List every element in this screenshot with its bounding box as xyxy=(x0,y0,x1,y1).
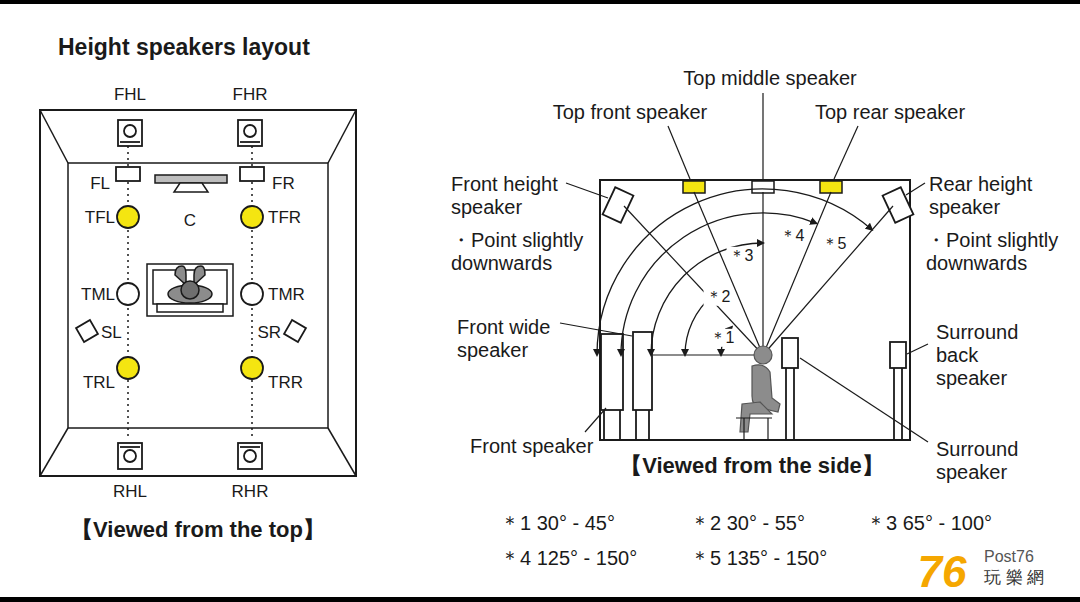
footnote: ＊2 30° - 55° xyxy=(690,512,805,535)
callout-number: ＊3 xyxy=(727,247,756,265)
speaker-label: Surround back speaker xyxy=(936,321,1036,390)
callout-number: ＊4 xyxy=(778,227,807,245)
footnote: ＊3 65° - 100° xyxy=(866,512,992,535)
speaker-label: ・Point slightly downwards xyxy=(926,229,1076,275)
speaker-label: FL xyxy=(90,174,110,194)
surround-speaker-icon xyxy=(76,320,306,342)
caption: 【Viewed from the side】 xyxy=(620,453,884,478)
floor-speaker xyxy=(601,332,652,440)
title: Height speakers layout xyxy=(58,34,310,60)
top-speaker-icon xyxy=(117,206,263,379)
angle-arc xyxy=(597,189,872,355)
speaker-label: Top front speaker xyxy=(553,101,708,124)
speaker-label: RHL xyxy=(113,482,147,502)
watermark: 玩 樂 網 xyxy=(984,568,1044,588)
speaker-label: Top middle speaker xyxy=(683,67,856,90)
callout-number: ＊5 xyxy=(820,235,849,253)
speaker-label: TFL xyxy=(85,208,115,228)
sight-line xyxy=(694,192,763,355)
speaker-label: SL xyxy=(101,323,122,343)
sight-line xyxy=(763,206,893,355)
angle-arc xyxy=(621,213,816,355)
speaker-label: TML xyxy=(81,285,115,305)
footnote: ＊1 30° - 45° xyxy=(500,512,615,535)
speaker-label: Rear height speaker xyxy=(929,173,1059,219)
side-view-room xyxy=(600,180,910,440)
caption: 【Viewed from the top】 xyxy=(71,517,325,542)
sofa-listener xyxy=(147,264,233,316)
sight-line xyxy=(653,354,763,355)
angle-arc xyxy=(651,243,763,355)
speaker-label: TRR xyxy=(268,373,303,393)
speaker-label: C xyxy=(184,211,196,231)
speaker-label: SR xyxy=(257,323,281,343)
speaker-label: Front speaker xyxy=(470,435,593,458)
speaker-label: FR xyxy=(272,174,295,194)
top-view-room xyxy=(40,110,356,476)
callout-number: ＊1 xyxy=(708,329,737,347)
speaker-label: FHL xyxy=(114,85,146,105)
footnote: ＊5 135° - 150° xyxy=(690,547,827,570)
sight-line xyxy=(762,192,763,355)
speaker-label: FHR xyxy=(233,85,268,105)
ceiling-speaker xyxy=(683,181,842,193)
bottom-bar xyxy=(0,597,1080,602)
sight-line xyxy=(624,192,893,355)
center-speaker-icon xyxy=(155,175,227,192)
angle-arc xyxy=(597,189,872,355)
dotted-guide xyxy=(128,146,252,440)
seated-listener xyxy=(736,346,780,440)
speaker-label: RHR xyxy=(232,482,269,502)
watermark: 76 xyxy=(918,547,967,598)
callout-number: ＊2 xyxy=(704,288,733,306)
wall-height-speaker xyxy=(603,187,914,223)
speaker-label: Surround speaker xyxy=(936,438,1036,484)
surround-speaker-stand xyxy=(782,338,906,440)
leader-line xyxy=(560,93,928,442)
speaker-label: Front height speaker xyxy=(451,173,576,219)
speaker-label: Front wide speaker xyxy=(457,316,567,362)
speaker-label: Top rear speaker xyxy=(815,101,965,124)
watermark: Post76 xyxy=(984,548,1034,566)
footnote: ＊4 125° - 150° xyxy=(500,547,637,570)
sight-line xyxy=(624,206,763,355)
speaker-label: TRL xyxy=(83,373,115,393)
speaker-label: TMR xyxy=(268,285,305,305)
speaker-label: ・Point slightly downwards xyxy=(451,229,616,275)
top-bar xyxy=(0,0,1080,4)
speaker-label: TFR xyxy=(268,208,301,228)
